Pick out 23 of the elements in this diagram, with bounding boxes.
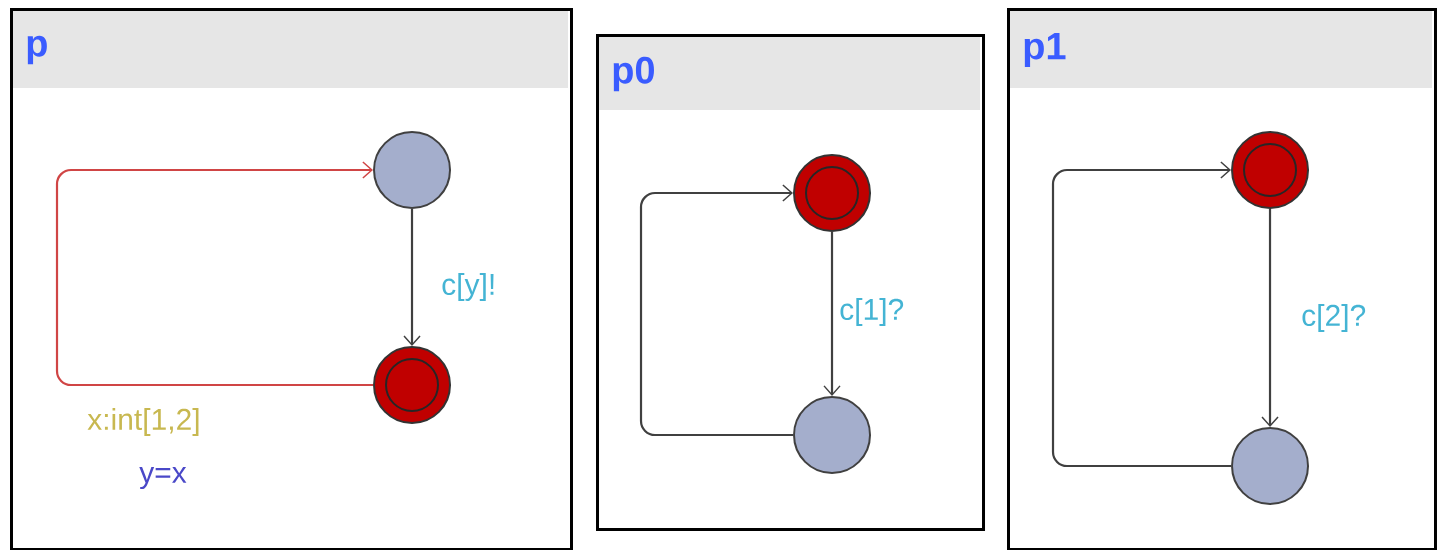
transition-arrow	[823, 232, 841, 396]
location-circle	[1231, 427, 1309, 505]
initial-location	[1231, 131, 1309, 209]
loop-arrow	[55, 161, 373, 387]
location-circle	[373, 131, 451, 209]
automaton-panel	[596, 34, 985, 531]
transition-arrow	[403, 209, 421, 346]
edge-label: c[1]?	[838, 297, 906, 327]
panel-title: p0	[613, 56, 654, 92]
automaton-panel	[10, 8, 573, 550]
panel-title: p1	[1024, 33, 1066, 67]
transition-arrow	[1261, 209, 1279, 427]
edge-label: x:int[1,2]	[86, 407, 202, 437]
panel-title: p	[27, 35, 47, 65]
automaton-panel	[1007, 8, 1437, 550]
location-circle	[793, 396, 871, 474]
update-label: y=x	[139, 466, 187, 490]
edge-label: c[y]!	[440, 272, 498, 302]
edge-label: c[2]?	[1300, 303, 1368, 333]
loop-arrow	[1051, 161, 1231, 468]
initial-location	[793, 154, 871, 232]
loop-arrow	[639, 184, 793, 437]
initial-location	[373, 346, 451, 424]
